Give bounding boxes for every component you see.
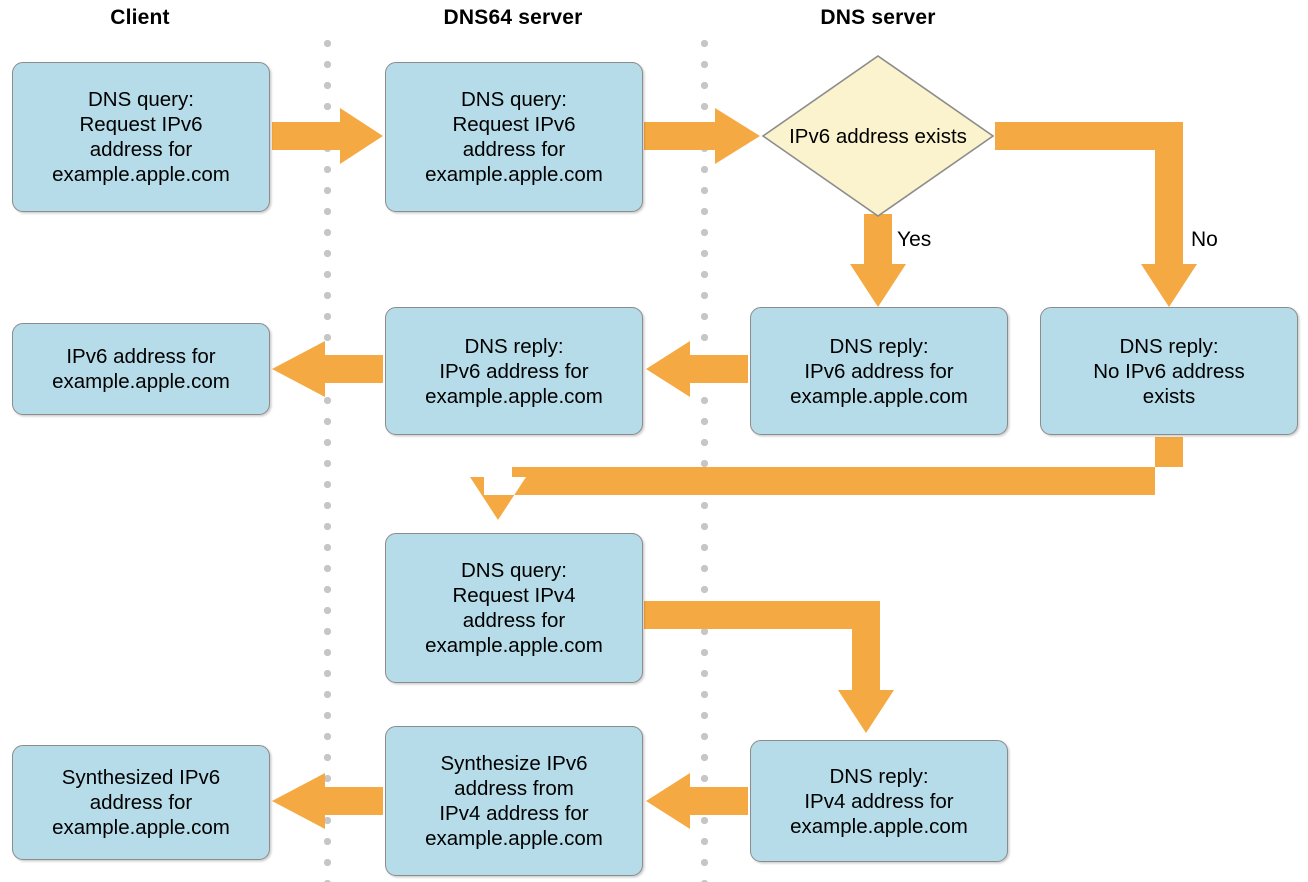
node-line: DNS query: bbox=[461, 559, 567, 582]
node-client-synthesized-ipv6[interactable]: Synthesized IPv6 address for example.app… bbox=[12, 745, 270, 860]
node-line: example.apple.com bbox=[425, 827, 603, 850]
column-header-dns-server: DNS server bbox=[820, 6, 936, 29]
node-line: example.apple.com bbox=[52, 816, 230, 839]
diamond-shape bbox=[761, 55, 995, 217]
node-dns64-dns-query-ipv4[interactable]: DNS query: Request IPv4 address for exam… bbox=[385, 533, 643, 683]
node-line: IPv6 address for bbox=[439, 359, 589, 383]
column-header-client: Client bbox=[110, 6, 170, 29]
node-line: address for bbox=[462, 609, 566, 632]
node-line: DNS reply: bbox=[829, 334, 929, 358]
node-line: DNS reply: bbox=[829, 764, 929, 788]
node-line: DNS query: bbox=[88, 88, 194, 111]
node-line: address from bbox=[454, 777, 574, 800]
node-dns64-synthesize-ipv6[interactable]: Synthesize IPv6 address from IPv4 addres… bbox=[385, 726, 643, 876]
node-dns64-reply-ipv6[interactable]: DNS reply: IPv6 address for example.appl… bbox=[385, 307, 643, 435]
edge-label-yes: Yes bbox=[897, 228, 932, 251]
node-line: Synthesize IPv6 bbox=[440, 752, 588, 775]
node-dns64-dns-query[interactable]: DNS query: Request IPv6 address for exam… bbox=[385, 62, 643, 212]
swimlane-divider-dns64-dns bbox=[701, 40, 708, 882]
node-line: DNS reply: bbox=[1119, 334, 1219, 358]
node-line: DNS query: bbox=[461, 88, 567, 111]
node-line: address for bbox=[462, 138, 566, 161]
node-client-dns-query[interactable]: DNS query: Request IPv6 address for exam… bbox=[12, 62, 270, 212]
node-line: Request IPv6 bbox=[452, 113, 576, 136]
node-line: Request IPv4 bbox=[452, 584, 576, 607]
node-line: exists bbox=[1142, 384, 1196, 408]
column-header-dns64-server: DNS64 server bbox=[443, 6, 583, 29]
node-line: IPv6 address for bbox=[804, 359, 954, 383]
node-line: IPv4 address for bbox=[804, 789, 954, 813]
node-line: address for bbox=[89, 138, 193, 161]
node-line: IPv4 address for bbox=[439, 802, 589, 825]
node-dns-reply-ipv4[interactable]: DNS reply: IPv4 address for example.appl… bbox=[750, 740, 1008, 862]
swimlane-divider-client-dns64 bbox=[324, 40, 331, 882]
node-line: example.apple.com bbox=[425, 634, 603, 657]
edge-label-no: No bbox=[1191, 228, 1218, 251]
node-line: DNS reply: bbox=[464, 334, 564, 358]
node-line: address for bbox=[89, 791, 193, 814]
node-line: example.apple.com bbox=[425, 163, 603, 186]
node-line: No IPv6 address bbox=[1093, 359, 1245, 383]
node-client-ipv6-address[interactable]: IPv6 address for example.apple.com bbox=[12, 323, 270, 415]
node-line: example.apple.com bbox=[425, 384, 603, 408]
node-line: example.apple.com bbox=[790, 384, 968, 408]
node-line: example.apple.com bbox=[790, 814, 968, 838]
node-line: example.apple.com bbox=[52, 370, 230, 393]
node-line: IPv6 address for bbox=[66, 345, 216, 368]
node-line: Synthesized IPv6 bbox=[61, 766, 221, 789]
node-dns-reply-no-ipv6[interactable]: DNS reply: No IPv6 address exists bbox=[1040, 307, 1298, 435]
node-line: example.apple.com bbox=[52, 163, 230, 186]
node-decision-ipv6-exists[interactable]: IPv6 address exists bbox=[761, 54, 995, 218]
node-dns-reply-ipv6[interactable]: DNS reply: IPv6 address for example.appl… bbox=[750, 307, 1008, 435]
node-line: Request IPv6 bbox=[79, 113, 203, 136]
